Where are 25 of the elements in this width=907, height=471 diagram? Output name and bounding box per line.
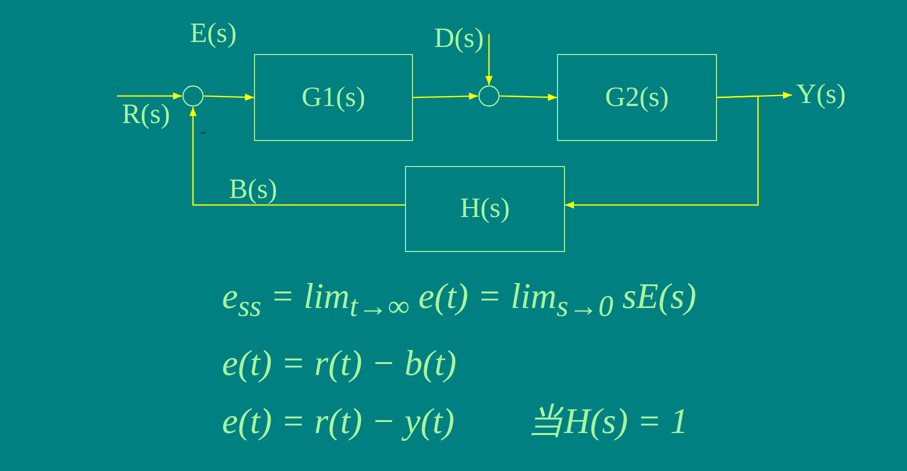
sum-junction-circle (182, 85, 204, 107)
signal-arrow (204, 94, 254, 101)
minus-sign: - (200, 122, 206, 140)
signal-arrow (500, 94, 558, 101)
signal-label: R(s) (117, 98, 175, 132)
equation: e(t) = r(t) − b(t) (222, 345, 457, 381)
sum-junction-circle (478, 85, 500, 107)
signal-label: B(s) (229, 176, 278, 204)
block-box (405, 166, 565, 252)
signal-label: E(s) (190, 20, 237, 48)
signal-label: D(s) (430, 22, 488, 56)
signal-arrow (565, 95, 759, 209)
signal-arrow (117, 92, 182, 100)
signal-arrow (485, 34, 493, 85)
signal-arrow (189, 107, 405, 206)
transfer-function-text: G1(s) (302, 82, 366, 114)
signal-label: Y(s) (792, 78, 850, 112)
equation: e$_{ss}$ = lim$_{t→∞}$ e(t) = lim$_{s→0}$ sE(s) (222, 278, 696, 322)
signal-arrow (412, 92, 478, 100)
equation: e(t) = r(t) − y(t) (222, 403, 454, 439)
transfer-function-text: H(s) (460, 193, 510, 225)
block-box (254, 54, 413, 141)
condition-text: 当H(s) = 1 (528, 403, 688, 439)
transfer-function-text: G2(s) (605, 82, 669, 114)
block-box (557, 54, 717, 141)
